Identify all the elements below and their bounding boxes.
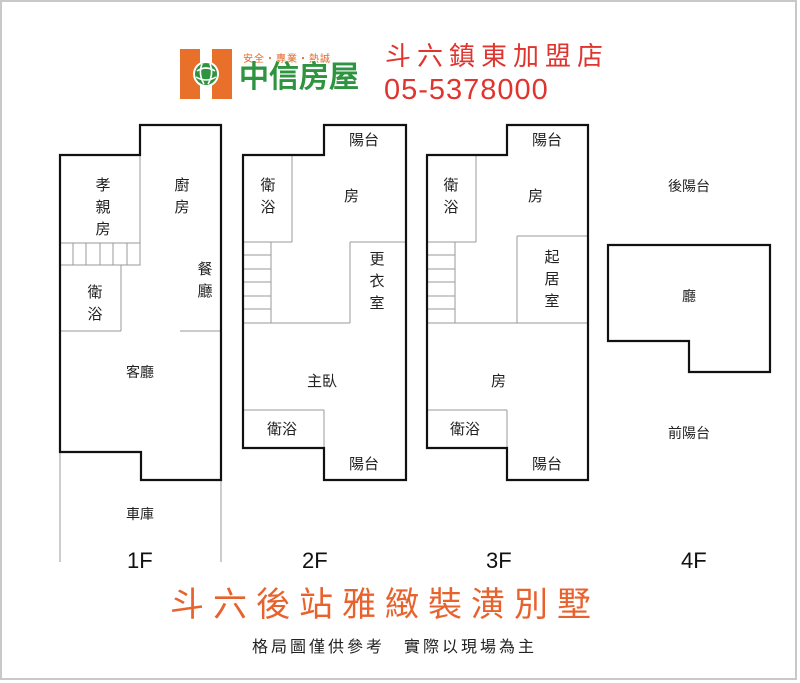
room-closet: 更衣室 xyxy=(369,250,385,312)
floor-label-4f: 4F xyxy=(681,548,707,573)
room-garage: 車庫 xyxy=(126,507,154,523)
slogan-text: 安全・專業・熱誠 xyxy=(243,54,331,65)
room-elder-room: 孝親房 xyxy=(95,176,111,238)
room-balcony-back: 陽台 xyxy=(349,131,380,149)
room-kitchen: 廚房 xyxy=(174,176,190,216)
room-bedroom: 房 xyxy=(344,187,360,205)
floor-label-3f: 3F xyxy=(486,548,512,573)
floor-label-2f: 2F xyxy=(302,548,328,573)
room-hall: 廳 xyxy=(682,289,696,305)
room-sitting-room: 起居室 xyxy=(544,248,560,310)
room-bathroom-bottom: 衛浴 xyxy=(267,420,298,438)
room-balcony-front: 陽台 xyxy=(349,455,380,473)
room-bathroom-top: 衛浴 xyxy=(443,176,459,216)
store-name: 斗六鎮東加盟店 xyxy=(385,42,610,72)
room-balcony-front: 陽台 xyxy=(532,455,563,473)
room-living: 客廳 xyxy=(126,365,154,381)
room-bedroom-bottom: 房 xyxy=(491,372,507,390)
globe-h-logo-icon xyxy=(180,49,232,99)
floor-label-1f: 1F xyxy=(127,548,153,573)
room-bathroom-top: 衛浴 xyxy=(260,176,276,216)
disclaimer-note: 格局圖僅供參考 實際以現場為主 xyxy=(252,637,538,656)
room-master-bedroom: 主臥 xyxy=(307,372,338,390)
room-back-balcony: 後陽台 xyxy=(668,179,710,195)
room-front-balcony: 前陽台 xyxy=(668,426,710,442)
room-bathroom: 衛浴 xyxy=(87,283,103,323)
room-dining: 餐廳 xyxy=(197,260,213,300)
room-balcony-back: 陽台 xyxy=(532,131,563,149)
room-bathroom-bottom: 衛浴 xyxy=(450,420,481,438)
phone-number: 05-5378000 xyxy=(384,74,549,106)
listing-title: 斗六後站雅緻裝潢別墅 xyxy=(170,585,600,625)
brand-name: 中信房屋 xyxy=(239,60,359,95)
room-bedroom-top: 房 xyxy=(528,187,544,205)
